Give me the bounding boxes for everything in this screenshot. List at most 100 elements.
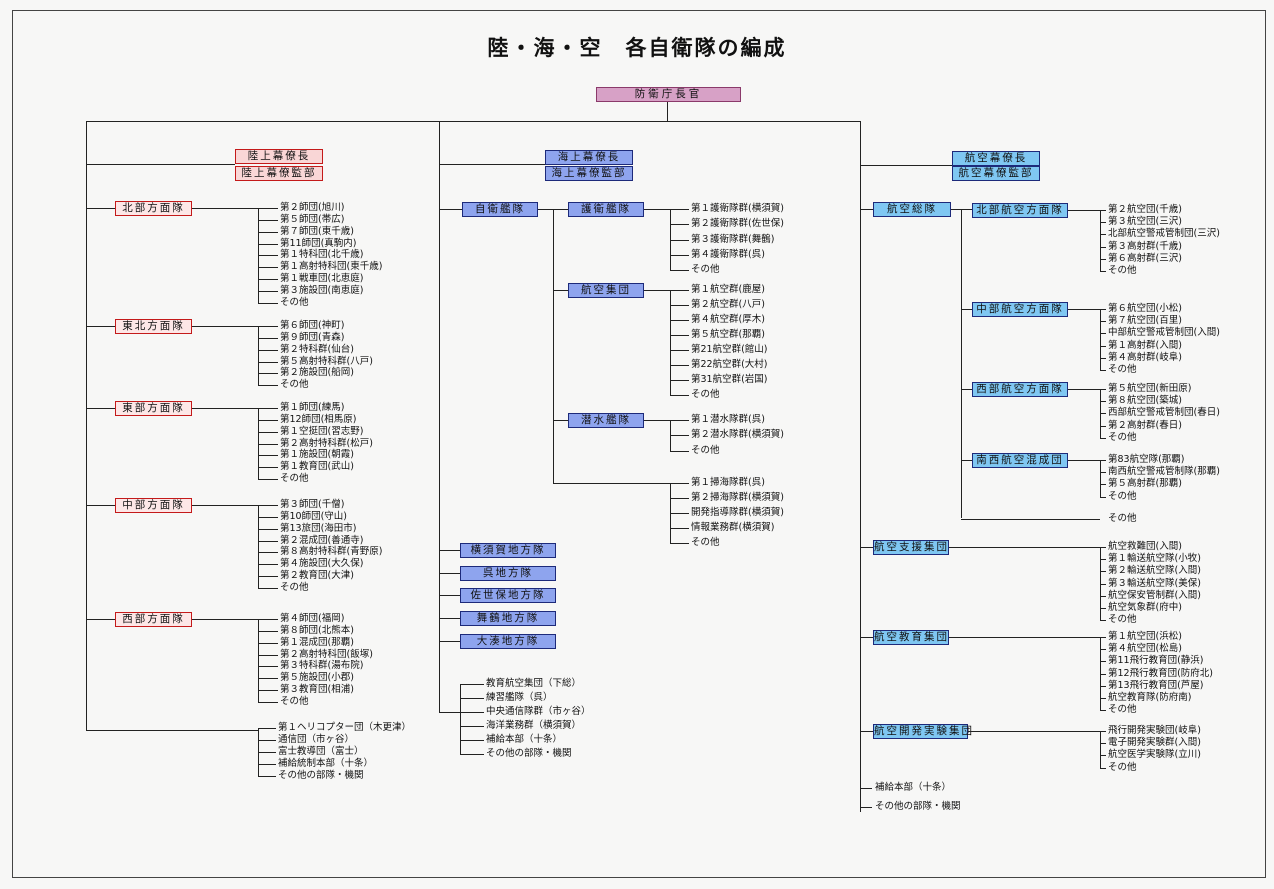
unit-label: その他 (691, 444, 720, 456)
unit-label: 航空救難団(入間) (1108, 541, 1182, 552)
unit-label: 第６航空団(小松) (1108, 303, 1182, 314)
unit-label: 第５施設団(小郡) (280, 672, 354, 684)
connector-line (258, 385, 278, 387)
connector-line (258, 587, 278, 589)
unit-label: 西部航空警戒管制団(春日) (1108, 407, 1220, 419)
connector-line (1100, 309, 1106, 310)
connector-line (439, 595, 460, 596)
connector-line (1100, 389, 1106, 390)
connector-line (258, 208, 278, 209)
maritime-district-box: 呉地方隊 (460, 566, 556, 581)
connector-line (258, 642, 278, 644)
connector-line (961, 309, 972, 310)
unit-label: 第２混成団(善通寺) (280, 534, 364, 546)
unit-label: 第３高射群(千歳) (1108, 240, 1182, 252)
unit-label: その他 (1108, 704, 1137, 716)
connector-line (258, 326, 278, 327)
connector-line (644, 209, 670, 210)
connector-line (670, 335, 689, 336)
unit-label: 飛行開発実験団(岐阜) (1108, 725, 1201, 736)
connector-line (1068, 389, 1100, 390)
maritime-district-box: 舞鶴地方隊 (460, 611, 556, 626)
connector-line (1100, 222, 1106, 224)
connector-line (460, 726, 484, 727)
connector-line (439, 641, 460, 642)
connector-line (1100, 437, 1106, 439)
maritime-group-box: 潜水艦隊 (568, 413, 644, 428)
connector-line (86, 505, 115, 506)
connector-line (1100, 583, 1106, 585)
connector-line (258, 752, 276, 753)
connector-line (1100, 460, 1101, 497)
connector-line (258, 255, 278, 257)
connector-line (860, 121, 861, 812)
ground-army-box: 西部方面隊 (115, 612, 192, 627)
connector-line (1068, 210, 1100, 211)
connector-line (86, 208, 115, 209)
unit-label: 第３師団(千僧) (280, 499, 345, 510)
connector-line (258, 467, 278, 469)
connector-line (192, 326, 258, 327)
unit-label: 第１航空団(浜松) (1108, 631, 1182, 642)
unit-label: 中央通信隊群（市ヶ谷） (486, 706, 591, 717)
unit-label: 第１空挺団(習志野) (280, 425, 364, 437)
connector-line (1100, 620, 1106, 622)
air-defense-box: 航空総隊 (873, 202, 951, 217)
connector-line (258, 349, 278, 351)
connector-line (968, 731, 1100, 732)
unit-label: その他 (280, 581, 309, 593)
connector-line (1100, 731, 1101, 768)
unit-label: 第７師団(東千歳) (280, 225, 354, 237)
unit-label: 補給本部（十条） (486, 734, 563, 745)
unit-label: 第１潜水隊群(呉) (691, 414, 765, 425)
connector-line (1100, 370, 1106, 371)
connector-line (258, 576, 278, 578)
connector-line (258, 290, 278, 292)
connector-line (1100, 258, 1106, 260)
connector-line (258, 231, 278, 233)
connector-line (670, 209, 689, 210)
unit-label: その他の部隊・機関 (875, 801, 961, 812)
connector-line (258, 740, 276, 741)
connector-line (439, 573, 460, 574)
unit-label: 第10師団(守山) (280, 510, 348, 522)
connector-line (644, 420, 670, 421)
air-force-box: 北部航空方面隊 (972, 203, 1068, 218)
unit-label: 第１輸送航空隊(小牧) (1108, 553, 1201, 565)
connector-line (1100, 472, 1106, 474)
connector-line (1100, 484, 1106, 486)
connector-line (670, 254, 689, 256)
connector-line (86, 164, 235, 165)
unit-label: 第31航空群(岩国) (691, 374, 768, 385)
connector-line (1100, 271, 1106, 272)
connector-line (670, 420, 689, 421)
unit-label: 第６師団(神町) (280, 320, 345, 331)
unit-label: 第１師団(練馬) (280, 402, 345, 413)
connector-line (1100, 767, 1106, 769)
unit-label: 第２師団(旭川) (280, 202, 345, 213)
connector-line (860, 731, 873, 732)
unit-label: 電子開発実験群(入間) (1108, 737, 1201, 749)
connector-line (258, 528, 278, 530)
connector-line (192, 408, 258, 409)
connector-line (1100, 673, 1106, 675)
connector-line (86, 408, 115, 409)
unit-label: 第７航空団(百里) (1108, 315, 1182, 327)
unit-label: 第３航空団(三沢) (1108, 216, 1182, 228)
connector-line (670, 395, 689, 396)
unit-label: 第１掃海隊群(呉) (691, 477, 765, 488)
connector-line (670, 380, 689, 381)
connector-line (1100, 710, 1106, 712)
connector-line (258, 678, 278, 680)
connector-line (1100, 685, 1106, 687)
maritime-district-box: 大湊地方隊 (460, 634, 556, 649)
unit-label: その他 (1108, 513, 1137, 524)
air-chief-box: 航空幕僚長 (952, 151, 1040, 166)
connector-line (1100, 637, 1106, 638)
unit-label: 第１高射群(入間) (1108, 339, 1182, 351)
connector-line (439, 550, 460, 551)
connector-line (1100, 333, 1106, 335)
connector-line (258, 552, 278, 554)
connector-line (258, 540, 278, 542)
unit-label: その他 (691, 537, 720, 548)
